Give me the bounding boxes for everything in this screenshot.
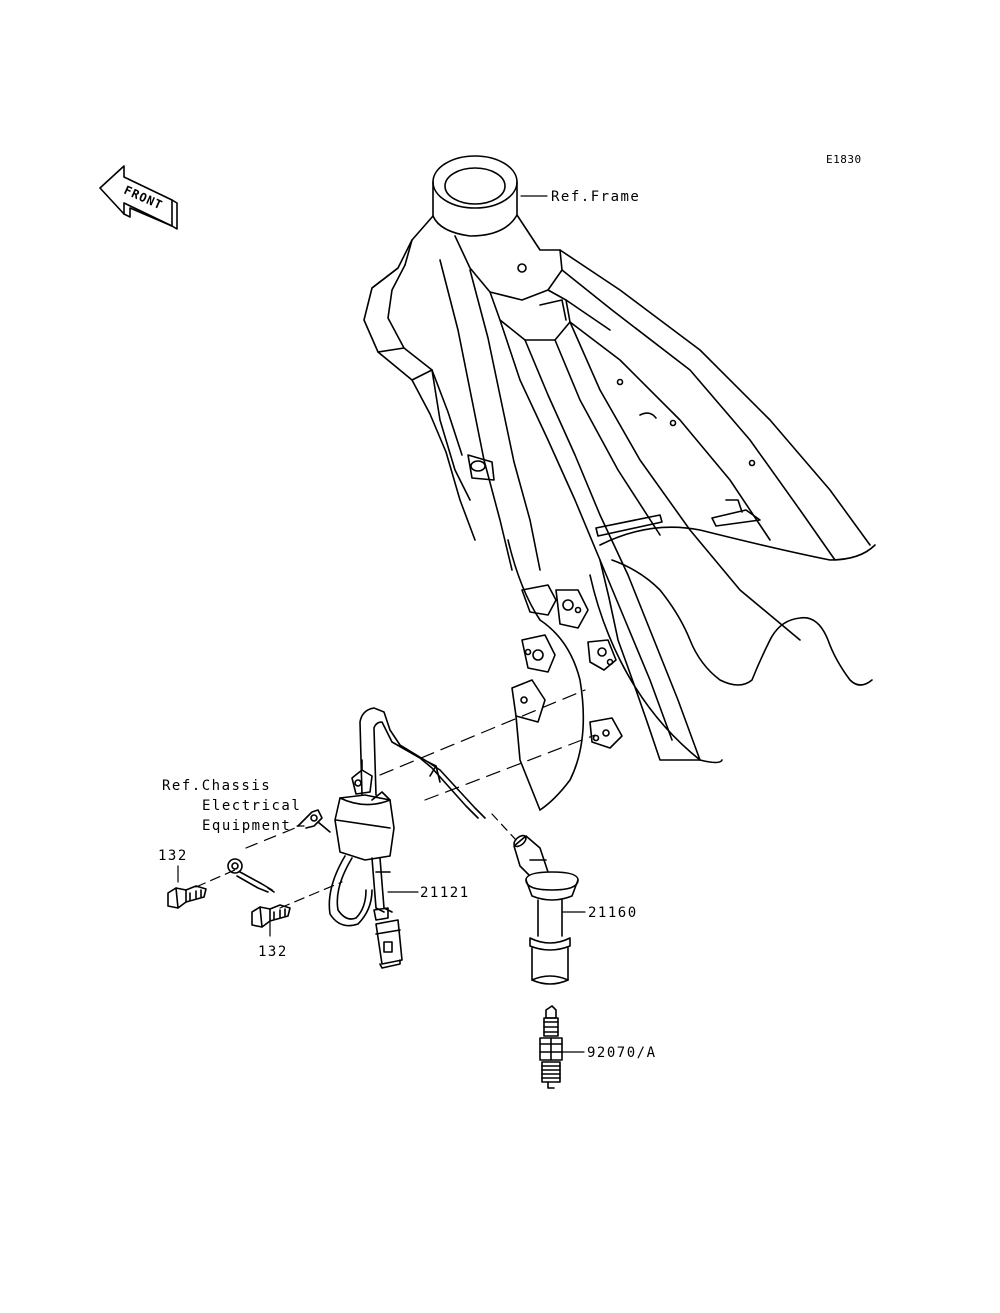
ignition-coil: [227, 707, 486, 969]
spark-plug-cap: [513, 834, 579, 985]
diagram-code: E1830: [826, 153, 862, 166]
front-arrow-icon: FRONT: [99, 165, 178, 230]
label-ref-frame[interactable]: Ref.Frame: [551, 189, 641, 205]
label-part-21121[interactable]: 21121: [420, 885, 470, 901]
label-part-132-left[interactable]: 132: [158, 848, 188, 864]
spark-plug: [539, 1005, 563, 1089]
label-ref-chassis-electrical[interactable]: Ref.Chassis Electrical Equipment: [162, 776, 301, 836]
label-part-92070a[interactable]: 92070/A: [587, 1045, 657, 1061]
label-part-132-right[interactable]: 132: [258, 944, 288, 960]
frame-drawing: [363, 155, 876, 811]
label-part-21160[interactable]: 21160: [588, 905, 638, 921]
ref-chassis-line1: Ref.Chassis: [162, 778, 272, 794]
ref-chassis-line3: Equipment: [202, 818, 292, 834]
ref-chassis-line2: Electrical: [202, 798, 302, 814]
bolt-left: [167, 885, 207, 909]
bolt-right: [251, 904, 291, 928]
